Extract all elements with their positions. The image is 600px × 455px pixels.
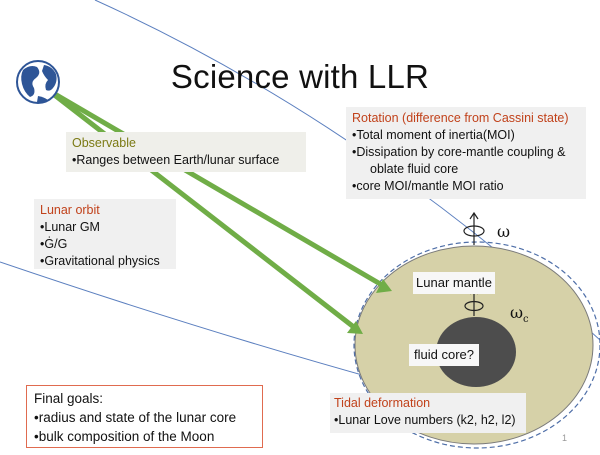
lunar-orbit-box: Lunar orbit •Lunar GM •Ġ/G •Gravitationa… bbox=[34, 199, 176, 269]
omega-c-subscript: c bbox=[523, 314, 529, 326]
slide-title: Science with LLR bbox=[170, 58, 430, 95]
laser-beams bbox=[45, 87, 385, 331]
lunar-orbit-heading: Lunar orbit bbox=[40, 203, 100, 217]
orbit-arc-inner bbox=[0, 261, 381, 381]
goals-item: •radius and state of the lunar core bbox=[34, 410, 237, 425]
final-goals-box: Final goals: •radius and state of the lu… bbox=[26, 385, 263, 448]
omega-label: ω bbox=[497, 222, 511, 241]
rotation-item: •core MOI/mantle MOI ratio bbox=[352, 179, 504, 193]
tidal-item: •Lunar Love numbers (k2, h2, l2) bbox=[334, 413, 516, 427]
moon-outer-boundary bbox=[353, 241, 600, 449]
goals-item: •bulk composition of the Moon bbox=[34, 429, 215, 444]
rotation-heading: Rotation (difference from Cassini state) bbox=[352, 111, 569, 125]
page-number: 1 bbox=[562, 433, 568, 443]
beam-arrowhead-lower bbox=[347, 321, 363, 334]
goals-heading: Final goals: bbox=[34, 391, 104, 406]
observable-heading: Observable bbox=[72, 136, 136, 150]
omega-c-label: ωc bbox=[510, 303, 529, 325]
beam-arrowhead-upper bbox=[376, 279, 392, 293]
earth-icon bbox=[16, 60, 60, 104]
lunar-orbit-item: •Ġ/G bbox=[40, 237, 68, 251]
rotation-item: •Total moment of inertia(MOI) bbox=[352, 128, 515, 142]
fluid-core-label: fluid core? bbox=[409, 344, 479, 366]
observable-box: Observable •Ranges between Earth/lunar s… bbox=[66, 132, 306, 172]
tidal-heading: Tidal deformation bbox=[334, 396, 431, 410]
rotation-item: oblate fluid core bbox=[370, 162, 459, 176]
tidal-deformation-box: Tidal deformation •Lunar Love numbers (k… bbox=[330, 393, 526, 433]
lunar-mantle-label: Lunar mantle bbox=[413, 272, 495, 294]
rotation-arrow-icon bbox=[463, 211, 485, 245]
rotation-box: Rotation (difference from Cassini state)… bbox=[346, 107, 586, 199]
observable-item: •Ranges between Earth/lunar surface bbox=[72, 153, 280, 167]
lunar-orbit-item: •Gravitational physics bbox=[40, 254, 160, 268]
omega-c-symbol: ω bbox=[510, 303, 524, 322]
rotation-item: •Dissipation by core-mantle coupling & bbox=[352, 145, 566, 159]
lunar-orbit-item: •Lunar GM bbox=[40, 220, 100, 234]
